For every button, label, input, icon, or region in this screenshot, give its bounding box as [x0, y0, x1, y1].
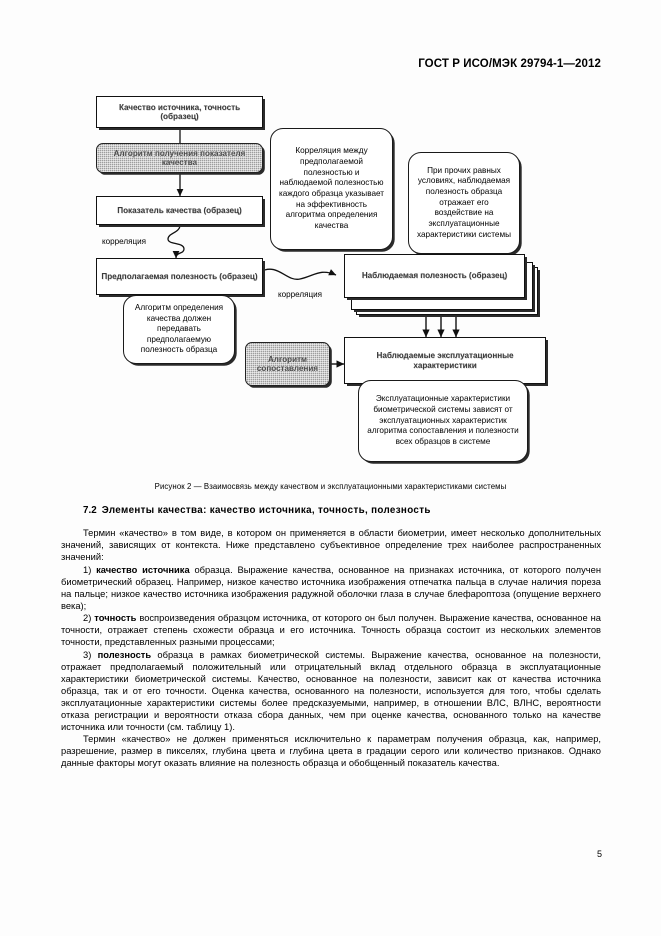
- diagram-connectors: [167, 128, 460, 368]
- edge-label-correlation-right: корреляция: [278, 290, 323, 299]
- node-comparison-algorithm-label: Алгоритм сопоставления: [256, 354, 319, 373]
- node-source-quality: Качество источника, точность (образец): [96, 96, 263, 128]
- node-quality-algorithm: Алгоритм получения показателя качества: [96, 143, 263, 173]
- note-system-performance-text: Эксплуатационные характеристики биометри…: [367, 394, 519, 446]
- node-quality-score-label: Показатель качества (образец): [117, 205, 242, 215]
- node-source-quality-label: Качество источника, точность (образец): [118, 102, 241, 121]
- body-paragraph: 3) полезность образца в рамках биометрич…: [61, 649, 601, 732]
- node-observed-performance-label: Наблюдаемые эксплуатационные характерист…: [376, 351, 514, 370]
- note-algorithm-must-convey-text: Алгоритм определения качества должен пер…: [134, 302, 224, 355]
- note-ceteris-paribus: При прочих равных условиях, наблюдаемая …: [408, 152, 520, 254]
- section-title: Элементы качества: качество источника, т…: [101, 505, 431, 516]
- body-paragraph: 1) качество источника образца. Выражение…: [61, 564, 602, 611]
- note-correlation-text: Корреляция между предполагаемой полезнос…: [278, 146, 385, 230]
- node-observed-utility: Наблюдаемая полезность (образец): [344, 254, 525, 298]
- section-number: 7.2: [83, 505, 97, 516]
- figure-2-diagram: Качество источника, точность (образец) А…: [88, 92, 578, 480]
- section-heading: 7.2 Элементы качества: качество источника…: [83, 505, 601, 516]
- node-predicted-utility-label: Предполагаемая полезность (образец): [101, 271, 258, 281]
- node-quality-score: Показатель качества (образец): [96, 196, 263, 225]
- node-observed-utility-label: Наблюдаемая полезность (образец): [361, 271, 508, 281]
- node-observed-performance: Наблюдаемые эксплуатационные характерист…: [344, 337, 546, 384]
- standard-title-header: ГОСТ Р ИСО/МЭК 29794-1—2012: [418, 58, 601, 70]
- note-algorithm-must-convey: Алгоритм определения качества должен пер…: [123, 295, 235, 364]
- body-text: 7.2 Элементы качества: качество источника…: [61, 505, 601, 769]
- body-paragraph: 2) точность воспроизведения образцом ист…: [61, 613, 601, 647]
- body-paragraph: Термин «качество» в том виде, в котором …: [61, 528, 601, 562]
- paragraph-list: Термин «качество» в том виде, в котором …: [61, 527, 601, 769]
- figure-caption: Рисунок 2 — Взаимосвязь между качеством …: [154, 482, 507, 491]
- node-predicted-utility: Предполагаемая полезность (образец): [96, 258, 263, 295]
- body-paragraph: Термин «качество» не должен применяться …: [61, 734, 601, 768]
- node-quality-algorithm-label: Алгоритм получения показателя качества: [113, 148, 246, 167]
- edge-label-correlation-left: корреляция: [102, 237, 147, 246]
- node-comparison-algorithm: Алгоритм сопоставления: [245, 342, 330, 386]
- note-system-performance: Эксплуатационные характеристики биометри…: [358, 380, 528, 462]
- note-ceteris-paribus-text: При прочих равных условиях, наблюдаемая …: [416, 165, 511, 239]
- note-correlation: Корреляция между предполагаемой полезнос…: [270, 128, 393, 250]
- page-number: 5: [596, 849, 602, 859]
